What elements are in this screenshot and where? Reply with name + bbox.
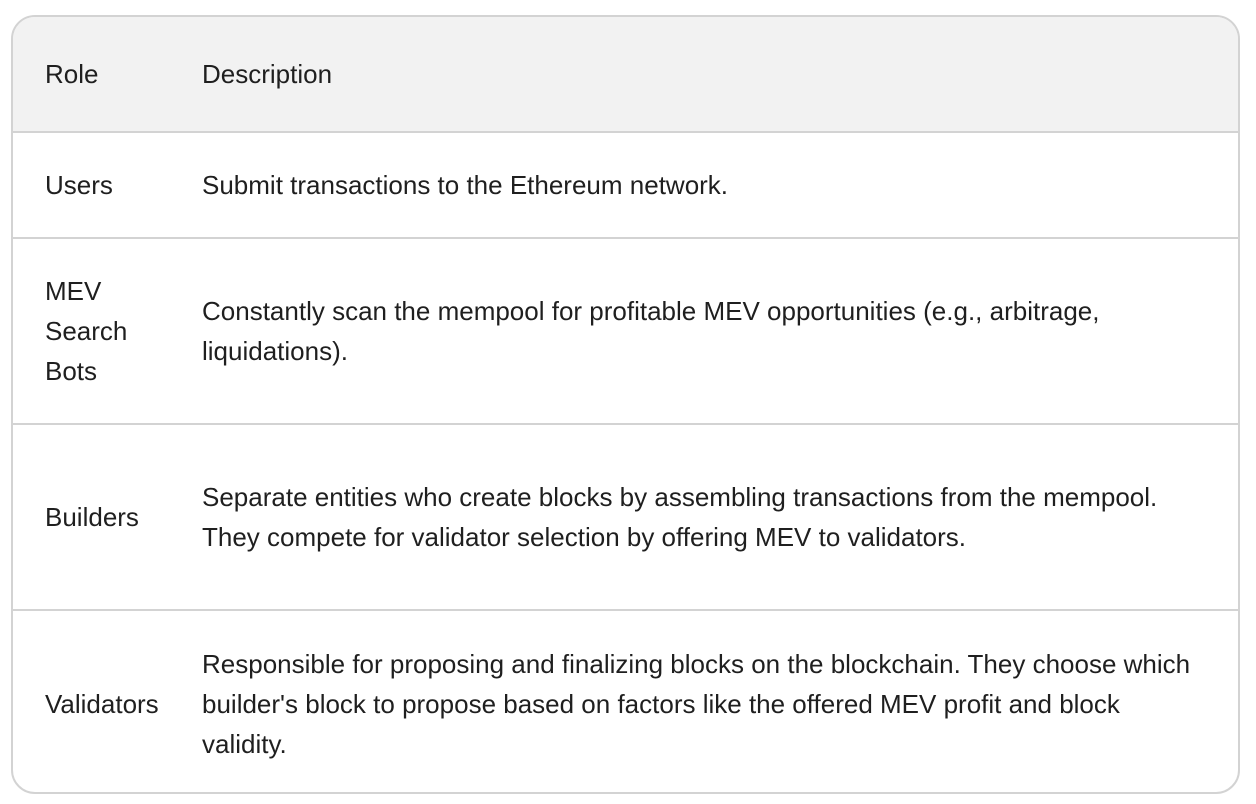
description-cell: Submit transactions to the Ethereum netw… [202,170,729,200]
table-header-row: Role Description [13,17,1238,133]
description-cell: Constantly scan the mempool for profitab… [202,296,1100,366]
roles-table: Role Description Users Submit transactio… [11,15,1240,794]
table-row: Users Submit transactions to the Ethereu… [13,133,1238,239]
description-cell: Separate entities who create blocks by a… [202,482,1158,552]
role-cell: MEV Search Bots [13,271,202,391]
table-row: Builders Separate entities who create bl… [13,425,1238,611]
header-description: Description [202,59,333,89]
table-row: MEV Search Bots Constantly scan the memp… [13,239,1238,425]
role-cell-text: MEV Search Bots [45,276,128,386]
description-cell: Responsible for proposing and finalizing… [202,648,1191,759]
role-cell: Users [45,170,113,200]
role-cell: Validators [45,688,159,719]
table-row: Validators Responsible for proposing and… [13,611,1238,792]
header-role: Role [45,59,99,89]
role-cell: Builders [45,502,139,532]
